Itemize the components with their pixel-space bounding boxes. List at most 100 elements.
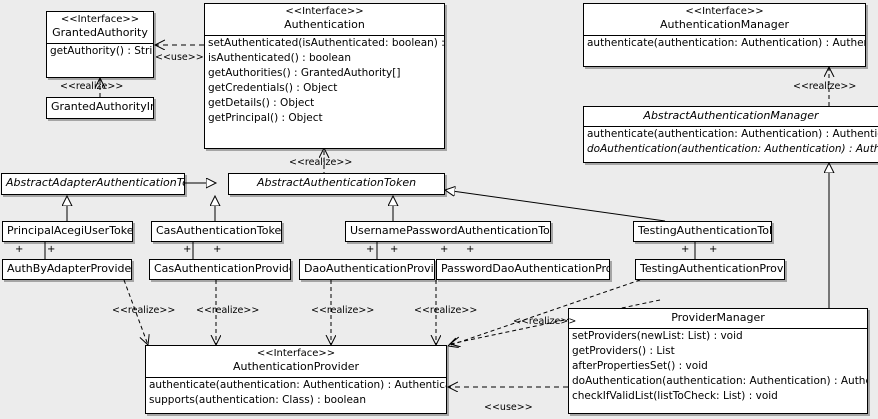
multiplicity-auth-by-adapter-provider: + [47,244,56,255]
multiplicity-principal-token: + [15,244,24,255]
class-password-dao-authentication-provider[interactable]: PasswordDaoAuthenticationProvider [436,259,610,280]
class-abstract-adapter-authentication-token[interactable]: AbstractAdapterAuthenticationToken [1,173,185,195]
class-authentication-provider[interactable]: <<Interface>> AuthenticationProvider aut… [145,345,447,414]
class-name: GrantedAuthority [52,26,148,39]
operation: doAuthentication(authentication: Authent… [587,143,878,155]
class-name: TestingAuthenticationProvider [640,262,784,275]
class-cas-authentication-token[interactable]: CasAuthenticationToken [151,221,282,242]
class-auth-by-adapter-provider[interactable]: AuthByAdapterProvider [2,259,132,280]
operations-compartment: getAuthority() : String [47,43,153,59]
class-name: UsernamePasswordAuthenticationToken [350,224,551,237]
operations-compartment: setAuthenticated(isAuthenticated: boolea… [205,35,444,126]
class-stereotype: <<Interface>> [685,6,764,17]
operations-compartment: authenticate(authentication: Authenticat… [146,377,446,408]
class-name: PrincipalAcegiUserToken [7,224,133,237]
class-principal-acegi-user-token[interactable]: PrincipalAcegiUserToken [2,221,133,242]
class-name: AuthByAdapterProvider [7,262,132,275]
class-header: <<Interface>> GrantedAuthority [47,12,153,43]
class-name: PasswordDaoAuthenticationProvider [441,262,609,275]
operation: doAuthentication(authentication: Authent… [572,375,867,387]
edge-label-realize-granted-authority-impl: <<realize>> [60,81,124,92]
operation: isAuthenticated() : boolean [208,52,351,64]
class-header: <<Interface>> AuthenticationProvider [146,346,446,377]
operation: getProviders() : List [572,345,675,357]
edge-label-realize-password-dao-authentication-provider: <<realize>> [414,305,478,316]
edge-label-realize-abstract-authentication-manager: <<realize>> [793,81,857,92]
class-header: TestingAuthenticationProvider [636,260,784,278]
edge-label-realize-dao-authentication-provider: <<realize>> [311,305,375,316]
class-name: AuthenticationProvider [232,360,360,373]
operations-compartment: authenticate(authentication: Authenticat… [584,35,865,51]
class-header: <<Interface>> AuthenticationManager [584,4,865,35]
class-username-password-authentication-token[interactable]: UsernamePasswordAuthenticationToken [345,221,551,242]
class-header: PrincipalAcegiUserToken [3,222,132,240]
operation: authenticate(authentication: Authenticat… [149,379,447,391]
class-granted-authority-impl[interactable]: GrantedAuthorityImpl [46,97,154,119]
class-header: ProviderManager [569,309,867,328]
class-stereotype: <<Interface>> [60,14,140,25]
operation: setAuthenticated(isAuthenticated: boolea… [208,37,445,49]
multiplicity-cas-token: + [183,244,192,255]
operation: getDetails() : Object [208,97,315,109]
class-name: AbstractAdapterAuthenticationToken [6,176,184,189]
class-name: DaoAuthenticationProvider [304,262,434,275]
class-abstract-authentication-manager[interactable]: AbstractAuthenticationManager authentica… [583,106,878,163]
class-cas-authentication-provider[interactable]: CasAuthenticationProvider [149,259,291,280]
class-testing-authentication-token[interactable]: TestingAuthenticationToken [633,221,772,242]
class-authentication[interactable]: <<Interface>> Authentication setAuthenti… [204,3,445,149]
class-name: Authentication [284,18,365,31]
class-provider-manager[interactable]: ProviderManager setProviders(newList: Li… [568,308,868,414]
class-dao-authentication-provider[interactable]: DaoAuthenticationProvider [299,259,435,280]
operation: getAuthority() : String [50,45,153,57]
multiplicity-password-dao-provider: + [466,244,475,255]
class-header: CasAuthenticationToken [152,222,281,240]
class-header: AbstractAuthenticationManager [584,107,878,126]
class-authentication-manager[interactable]: <<Interface>> AuthenticationManager auth… [583,3,866,67]
multiplicity-username-token-dao: + [366,244,375,255]
class-name: CasAuthenticationProvider [154,262,291,275]
multiplicity-cas-provider: + [213,244,222,255]
class-header: PasswordDaoAuthenticationProvider [437,260,609,278]
multiplicity-dao-provider: + [390,244,399,255]
operation: setProviders(newList: List) : void [572,330,743,342]
multiplicity-username-token-pwdao: + [440,244,449,255]
class-header: UsernamePasswordAuthenticationToken [346,222,550,240]
class-header: CasAuthenticationProvider [150,260,290,278]
class-granted-authority[interactable]: <<Interface>> GrantedAuthority getAuthor… [46,11,154,78]
class-name: AbstractAuthenticationManager [643,109,819,122]
class-header: DaoAuthenticationProvider [300,260,434,278]
class-header: AuthByAdapterProvider [3,260,131,278]
operations-compartment: setProviders(newList: List) : void getPr… [569,328,867,404]
class-header: TestingAuthenticationToken [634,222,771,240]
multiplicity-testing-token: + [681,244,690,255]
class-stereotype: <<Interface>> [256,348,336,359]
edge-label-use-provider-manager-authentication-provider: <<use>> [484,402,533,413]
edge-label-realize-abstract-authentication-token: <<realize>> [289,157,353,168]
operation: checkIfValidList(listToCheck: List) : vo… [572,390,778,402]
class-header: GrantedAuthorityImpl [47,98,153,116]
edge-label-use-authentication-grantedauthority: <<use>> [155,52,204,63]
class-abstract-authentication-token[interactable]: AbstractAuthenticationToken [228,173,445,195]
operation: getPrincipal() : Object [208,112,323,124]
class-name: GrantedAuthorityImpl [51,100,153,113]
class-name: TestingAuthenticationToken [638,224,771,237]
operation: getAuthorities() : GrantedAuthority[] [208,67,401,79]
operation: supports(authentication: Class) : boolea… [149,394,366,406]
class-header: AbstractAdapterAuthenticationToken [2,174,184,192]
class-name: ProviderManager [671,311,765,324]
class-stereotype: <<Interface>> [285,6,364,17]
class-name: AbstractAuthenticationToken [256,176,417,189]
operation: authenticate(authentication: Authenticat… [587,128,878,140]
operation: afterPropertiesSet() : void [572,360,708,372]
class-testing-authentication-provider[interactable]: TestingAuthenticationProvider [635,259,785,280]
edge-label-realize-auth-by-adapter-provider: <<realize>> [112,305,176,316]
operations-compartment: authenticate(authentication: Authenticat… [584,126,878,157]
multiplicity-testing-provider: + [709,244,718,255]
edge-label-realize-cas-authentication-provider: <<realize>> [196,305,260,316]
class-header: AbstractAuthenticationToken [229,174,444,192]
class-name: AuthenticationManager [660,18,789,31]
class-header: <<Interface>> Authentication [205,4,444,35]
operation: authenticate(authentication: Authenticat… [587,37,865,49]
edge-label-realize-testing-authentication-provider: <<realize>> [513,316,577,327]
